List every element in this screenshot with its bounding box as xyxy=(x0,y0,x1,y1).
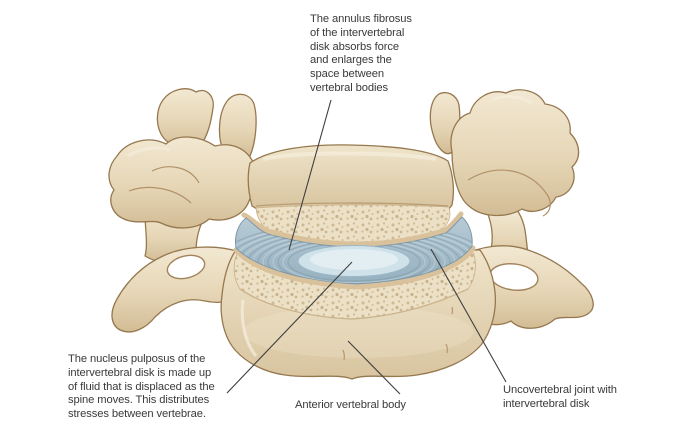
leader-line-anterior-body xyxy=(347,340,401,395)
upper-body-top-highlight xyxy=(262,151,437,161)
left-lateral-mass xyxy=(108,136,256,229)
label-text-line: stresses between vertebrae. xyxy=(68,408,206,421)
label-text-line: space between xyxy=(310,68,384,81)
left-posterior-processes xyxy=(108,88,257,333)
label-text-line: The annulus fibrosus xyxy=(310,13,412,25)
label-text-line: disk absorbs force xyxy=(310,40,399,53)
left-mass-lobe-line xyxy=(151,166,200,184)
label-text-line: intervertebral disk xyxy=(503,397,590,410)
label-anterior-vertebral-body: Anterior vertebral body xyxy=(295,399,406,413)
label-text-line: of fluid that is displaced as the xyxy=(68,380,215,393)
leader-line-annulus xyxy=(288,99,332,251)
label-text-line: Uncovertebral joint with xyxy=(503,384,617,396)
right-mass-lobe-line xyxy=(467,169,551,217)
left-mass-lobe-line xyxy=(128,186,192,204)
label-text-line: vertebral bodies xyxy=(310,81,389,94)
label-text-line: and enlarges the xyxy=(310,54,392,67)
label-uncovertebral-joint: Uncovertebral joint with intervertebral … xyxy=(503,384,617,412)
label-text-line: Anterior vertebral body xyxy=(295,399,406,411)
lower-band-bottom-shade xyxy=(239,288,469,320)
lower-vertebral-body xyxy=(220,249,497,380)
label-nucleus-pulposus: The nucleus pulposus of the intervertebr… xyxy=(68,353,215,422)
body-left-highlight xyxy=(240,299,258,357)
label-annulus-fibrosus: The annulus fibrosus of the intervertebr… xyxy=(310,13,412,96)
body-sheen xyxy=(243,306,473,358)
upper-body-endplate-line xyxy=(255,202,449,207)
left-mass-highlight xyxy=(127,146,171,158)
right-mass-highlight xyxy=(491,95,533,106)
leader-lines xyxy=(226,99,507,395)
upper-vertebral-body-surface xyxy=(247,144,455,210)
bone-cracks xyxy=(342,306,454,361)
leader-line-nucleus xyxy=(226,261,353,394)
endplate-rim-upper xyxy=(241,211,464,247)
label-text-line: intervertebral disk is made up xyxy=(68,366,212,379)
label-text-line: The nucleus pulposus of the xyxy=(68,353,206,365)
right-lateral-mass xyxy=(450,89,580,217)
leader-line-uncovertebral xyxy=(430,248,507,383)
left-transverse-foramen xyxy=(166,254,206,280)
label-text-line: of the intervertebral xyxy=(310,26,405,39)
nucleus-highlight xyxy=(310,249,398,270)
endplate-rim-lower xyxy=(233,245,476,290)
label-text-line: spine moves. This distributes xyxy=(68,394,210,407)
